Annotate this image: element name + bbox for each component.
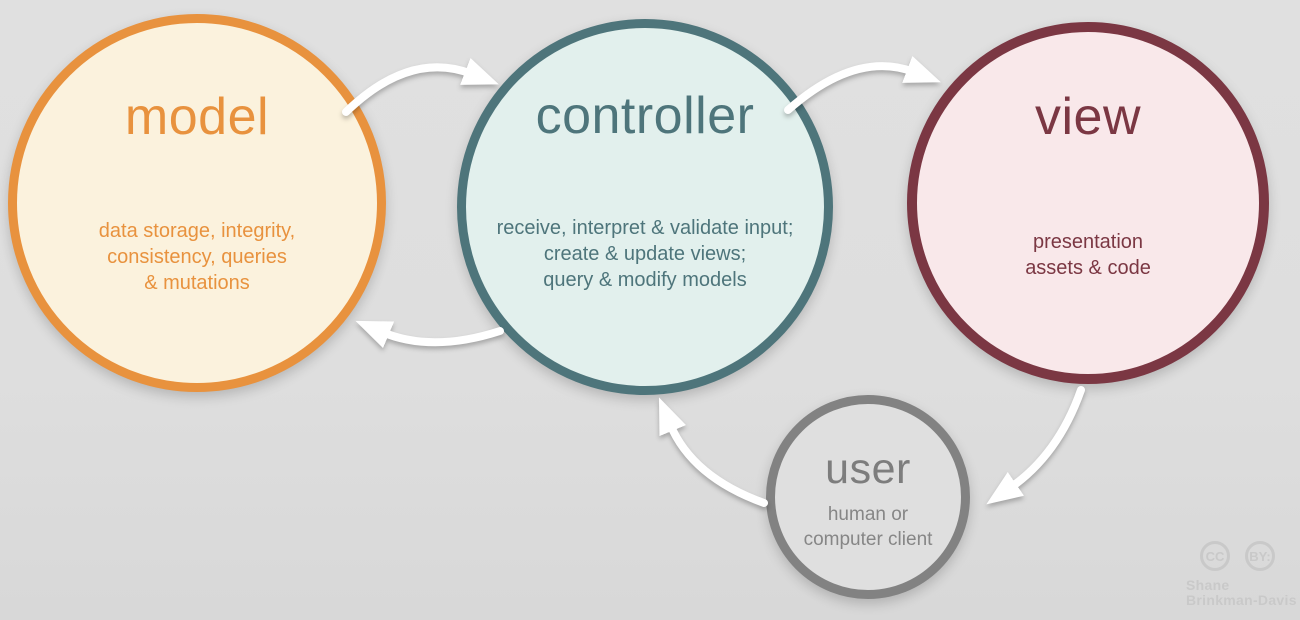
by-attribution-icon: BY: [1245,541,1275,571]
arrow-user-to-controller-icon [658,397,768,507]
model-description: data storage, integrity, consistency, qu… [17,218,377,296]
user-desc-line: human or [827,504,909,525]
controller-desc-line: receive, interpret & validate input; [496,217,794,239]
node-model: model data storage, integrity, consisten… [8,14,386,392]
node-view: view presentation assets & code [907,22,1269,384]
node-controller: controller receive, interpret & validate… [457,19,833,395]
view-desc-line: assets & code [1025,257,1151,279]
model-desc-line: consistency, queries [107,246,287,268]
controller-desc-line: create & update views; [543,243,747,265]
author-line: Shane [1186,577,1230,593]
license-badges: CC BY: [1200,541,1298,571]
view-desc-line: presentation [1032,231,1144,253]
controller-desc-line: query & modify models [543,269,747,291]
user-desc-line: computer client [803,529,933,550]
controller-title: controller [535,87,755,145]
view-title: view [1034,88,1142,146]
arrow-view-to-user-icon [986,386,1085,505]
model-desc-line: data storage, integrity, [98,220,296,242]
credits: CC BY: Shane Brinkman-Davis [1186,541,1298,608]
controller-description: receive, interpret & validate input; cre… [466,215,824,293]
model-title: model [124,88,270,146]
cc-license-icon: CC [1200,541,1230,571]
user-title: user [825,445,911,493]
view-description: presentation assets & code [917,229,1259,281]
user-description: human or computer client [775,502,961,552]
arrow-controller-to-model-icon [355,320,504,349]
node-user: user human or computer client [766,395,970,599]
author-line: Brinkman-Davis [1186,592,1297,608]
model-desc-line: & mutations [144,272,250,294]
author-name: Shane Brinkman-Davis [1186,578,1298,608]
